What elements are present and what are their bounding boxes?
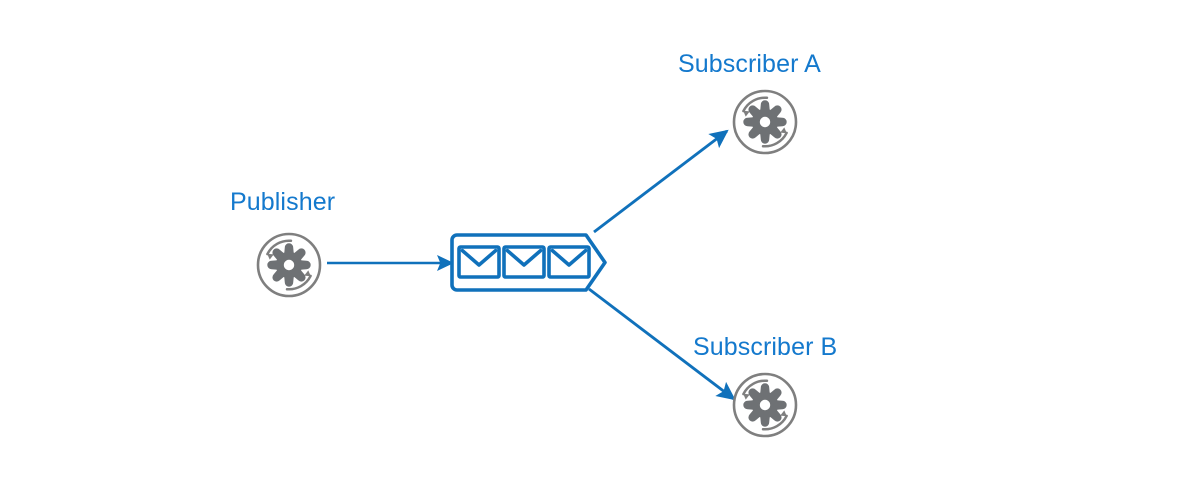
node-subscriber-b[interactable]: Subscriber B <box>693 333 837 438</box>
node-publisher[interactable]: Publisher <box>230 188 335 298</box>
connector-queue-to-subscriber-a <box>593 129 729 234</box>
publisher-label: Publisher <box>230 188 335 216</box>
gear-sync-icon <box>256 232 322 298</box>
node-subscriber-a[interactable]: Subscriber A <box>678 50 821 155</box>
connectors-group <box>327 129 736 401</box>
gear-sync-icon <box>732 89 798 155</box>
gear-sync-icon <box>732 372 798 438</box>
message-queue[interactable] <box>450 233 607 292</box>
subscriber-b-label: Subscriber B <box>693 333 837 361</box>
subscriber-a-label: Subscriber A <box>678 50 821 78</box>
connector-queue-to-subscriber-b <box>588 287 736 401</box>
